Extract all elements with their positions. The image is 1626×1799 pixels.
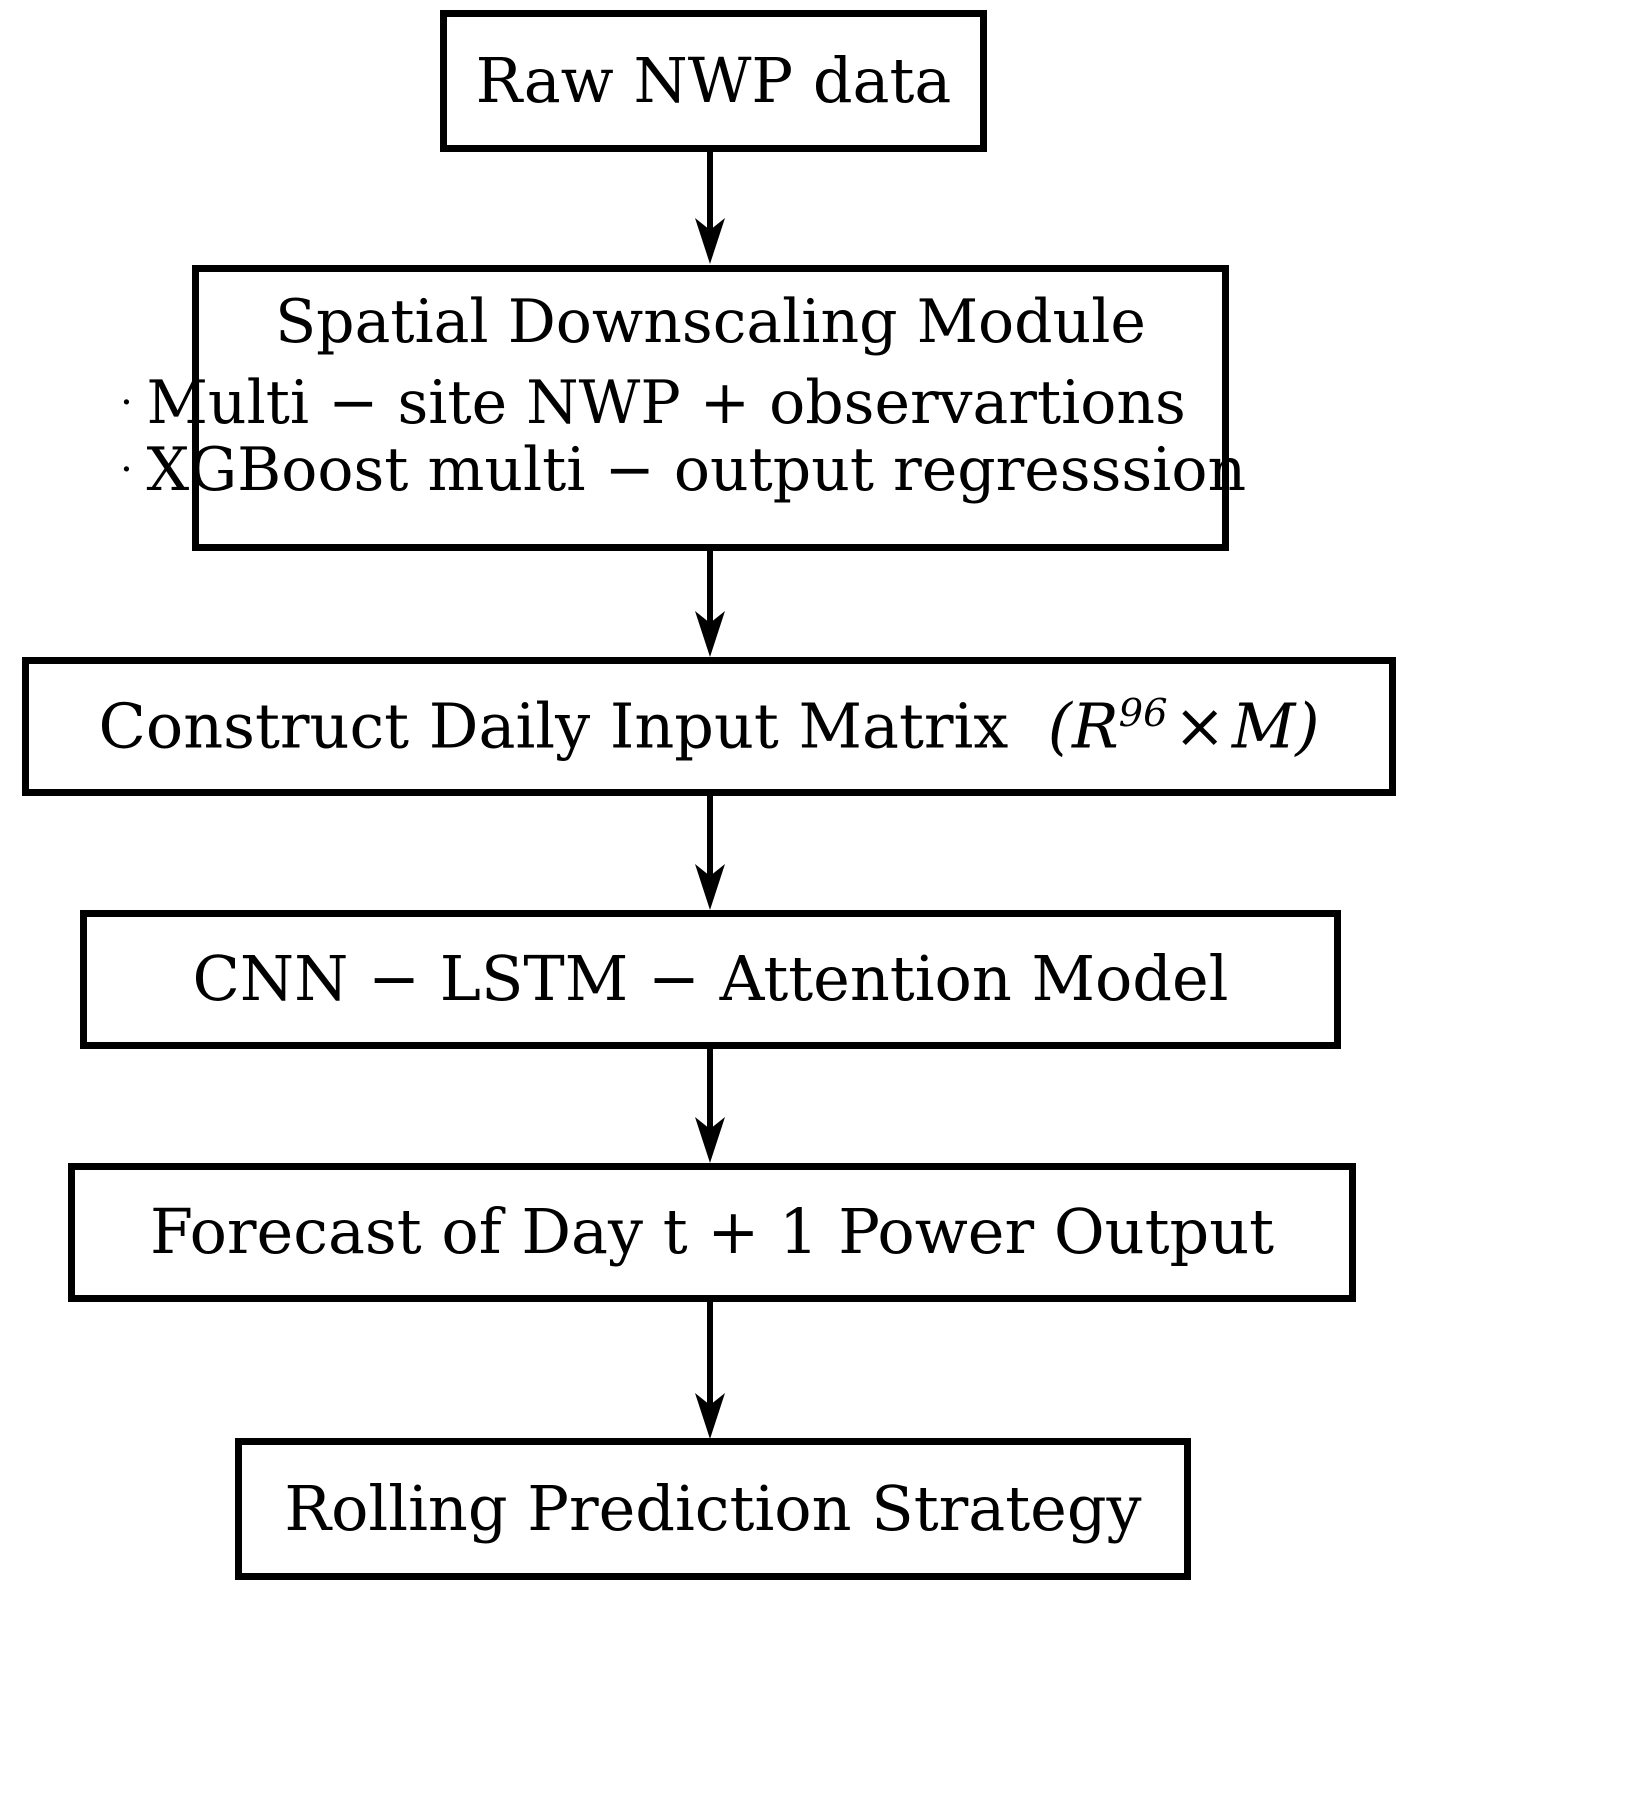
matrix-paren-open: ( — [1047, 689, 1072, 763]
bullet-item-multi-site-nwp-label: Multi − site NWP + observartions — [146, 367, 1186, 438]
node-raw-nwp-data: Raw NWP data — [440, 10, 987, 152]
matrix-times-operator: × — [1173, 689, 1226, 763]
edge-cnn-to-forecast — [686, 1047, 734, 1165]
node-spatial-downscaling-module: Spatial Downscaling Module · Multi − site… — [120, 265, 1246, 551]
matrix-exponent: 96 — [1118, 690, 1168, 736]
node-rolling-prediction-strategy: Rolling Prediction Strategy — [235, 1438, 1191, 1580]
node-cnn-lstm-attention-model-label: CNN − LSTM − Attention Model — [192, 942, 1229, 1016]
edge-raw-to-downscaling — [686, 150, 734, 266]
edge-downscaling-to-matrix — [686, 549, 734, 659]
edge-forecast-to-rolling — [686, 1299, 734, 1441]
matrix-base-symbol: R — [1071, 689, 1119, 763]
edge-matrix-to-cnn — [686, 794, 734, 912]
matrix-label-text: Construct Daily Input Matrix — [98, 689, 1009, 763]
bullet-marker-icon: · — [120, 447, 133, 494]
node-forecast-day-power-output-label: Forecast of Day t + 1 Power Output — [149, 1195, 1275, 1269]
matrix-paren-close: ) — [1295, 689, 1320, 763]
node-cnn-lstm-attention-model: CNN − LSTM − Attention Model — [80, 910, 1341, 1049]
node-rolling-prediction-strategy-label: Rolling Prediction Strategy — [284, 1471, 1142, 1545]
node-spatial-downscaling-module-title: Spatial Downscaling Module — [275, 287, 1146, 357]
node-raw-nwp-data-label: Raw NWP data — [475, 43, 952, 117]
matrix-factor-symbol: M — [1231, 689, 1296, 763]
node-construct-daily-input-matrix-label: Construct Daily Input Matrix (R96×M) — [98, 690, 1319, 761]
bullet-marker-icon: · — [120, 380, 133, 427]
node-construct-daily-input-matrix: Construct Daily Input Matrix (R96×M) — [22, 657, 1396, 796]
bullet-item-xgboost-regression-label: XGBoost multi − output regresssion — [146, 434, 1247, 505]
bullet-item-multi-site-nwp: · Multi − site NWP + observartions — [107, 367, 1257, 438]
node-forecast-day-power-output: Forecast of Day t + 1 Power Output — [68, 1163, 1356, 1302]
bullet-item-xgboost-regression: · XGBoost multi − output regresssion — [107, 434, 1257, 505]
